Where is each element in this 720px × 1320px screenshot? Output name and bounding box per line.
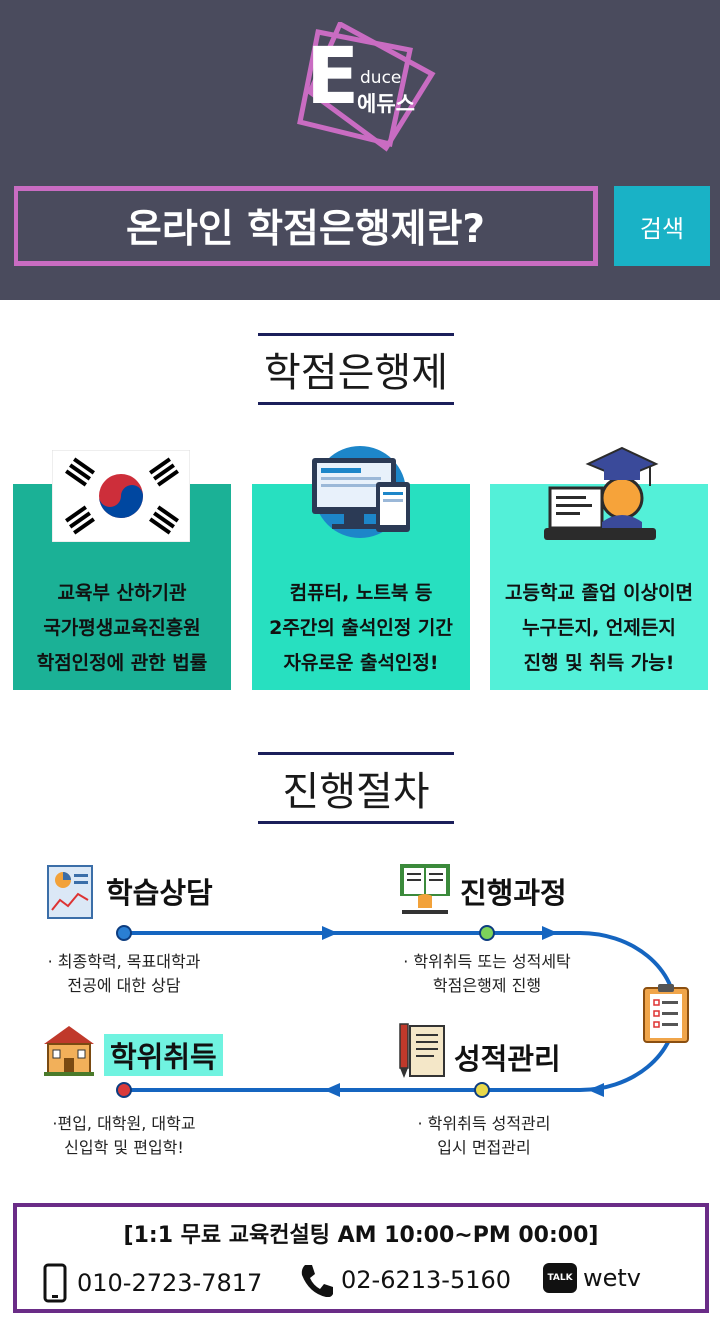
report-chart-icon xyxy=(47,865,93,919)
step-1-title: 학습상담 xyxy=(106,876,213,910)
step-4-desc-2: 신입학 및 편입학! xyxy=(64,1138,184,1157)
kakao-badge-label: TALK xyxy=(547,1273,573,1283)
section-title-credit-bank: 학점은행제 xyxy=(258,333,454,405)
kakao-talk-icon: TALK xyxy=(543,1263,577,1293)
step-4-title: 학위취득 xyxy=(104,1034,223,1076)
logo-sub: duce xyxy=(360,68,402,88)
step-1-desc-1: · 최종학력, 목표대학과 xyxy=(47,952,201,971)
phone-contact[interactable]: 02-6213-5160 xyxy=(299,1263,511,1297)
mobile-contact[interactable]: 010-2723-7817 xyxy=(43,1263,262,1303)
document-pen-icon xyxy=(399,1023,445,1078)
logo-frame-icon xyxy=(297,22,436,152)
checklist-icon xyxy=(643,984,689,1043)
step-4-desc-1: ·편입, 대학원, 대학교 xyxy=(52,1114,196,1133)
step-2-desc-1: · 학위취득 또는 성적세탁 xyxy=(403,952,571,971)
kakao-id: wetv xyxy=(583,1264,642,1292)
computer-devices-icon xyxy=(312,446,410,538)
logo-name: 에듀스 xyxy=(357,92,415,116)
step-3-desc-1: · 학위취득 성적관리 xyxy=(417,1114,551,1133)
card-3-line-1: 고등학교 졸업 이상이면 xyxy=(504,582,694,604)
phone-icon xyxy=(301,1265,333,1297)
banner-title: 온라인 학점은행제란? xyxy=(125,207,486,252)
logo-letter: E xyxy=(306,32,360,122)
mobile-phone-icon xyxy=(43,1263,67,1303)
step-3-title: 성적관리 xyxy=(454,1042,561,1076)
consulting-hours: [1:1 무료 교육컨설팅 AM 10:00~PM 00:00] xyxy=(123,1223,599,1248)
step-2-desc-2: 학점은행제 진행 xyxy=(432,976,542,995)
card-1-line-3: 학점인정에 관한 법률 xyxy=(36,652,208,674)
card-2-line-1: 컴퓨터, 노트북 등 xyxy=(289,582,433,604)
university-building-icon xyxy=(44,1026,94,1076)
search-button[interactable]: 검색 xyxy=(614,186,710,266)
contact-footer: [1:1 무료 교육컨설팅 AM 10:00~PM 00:00] 010-272… xyxy=(13,1203,709,1313)
card-3-line-3: 진행 및 취득 가능! xyxy=(523,652,675,674)
card-1-line-2: 국가평생교육진흥원 xyxy=(43,617,201,639)
graduate-student-icon xyxy=(544,446,659,540)
header: E duce 에듀스 온라인 학점은행제란? 검색 xyxy=(0,0,720,300)
card-2-line-3: 자유로운 출석인정! xyxy=(283,652,439,674)
step-2-title: 진행과정 xyxy=(460,876,567,910)
korea-flag-icon xyxy=(52,450,190,542)
reading-book-icon xyxy=(400,864,450,914)
card-1-line-1: 교육부 산하기관 xyxy=(57,582,187,604)
section-title-procedure: 진행절차 xyxy=(258,752,454,824)
title-banner: 온라인 학점은행제란? xyxy=(14,186,598,266)
kakao-contact[interactable]: TALK wetv xyxy=(543,1263,641,1293)
feature-card-2: 컴퓨터, 노트북 등 2주간의 출석인정 기간 자유로운 출석인정! xyxy=(252,484,470,690)
mobile-number: 010-2723-7817 xyxy=(77,1269,263,1297)
step-3-desc-2: 입시 면접관리 xyxy=(437,1138,531,1157)
step-1-desc-2: 전공에 대한 상담 xyxy=(67,976,181,995)
phone-number: 02-6213-5160 xyxy=(341,1266,512,1294)
card-3-line-2: 누구든지, 언제든지 xyxy=(522,617,676,639)
card-2-line-2: 2주간의 출석인정 기간 xyxy=(269,617,453,639)
process-flow-line xyxy=(116,925,678,1098)
